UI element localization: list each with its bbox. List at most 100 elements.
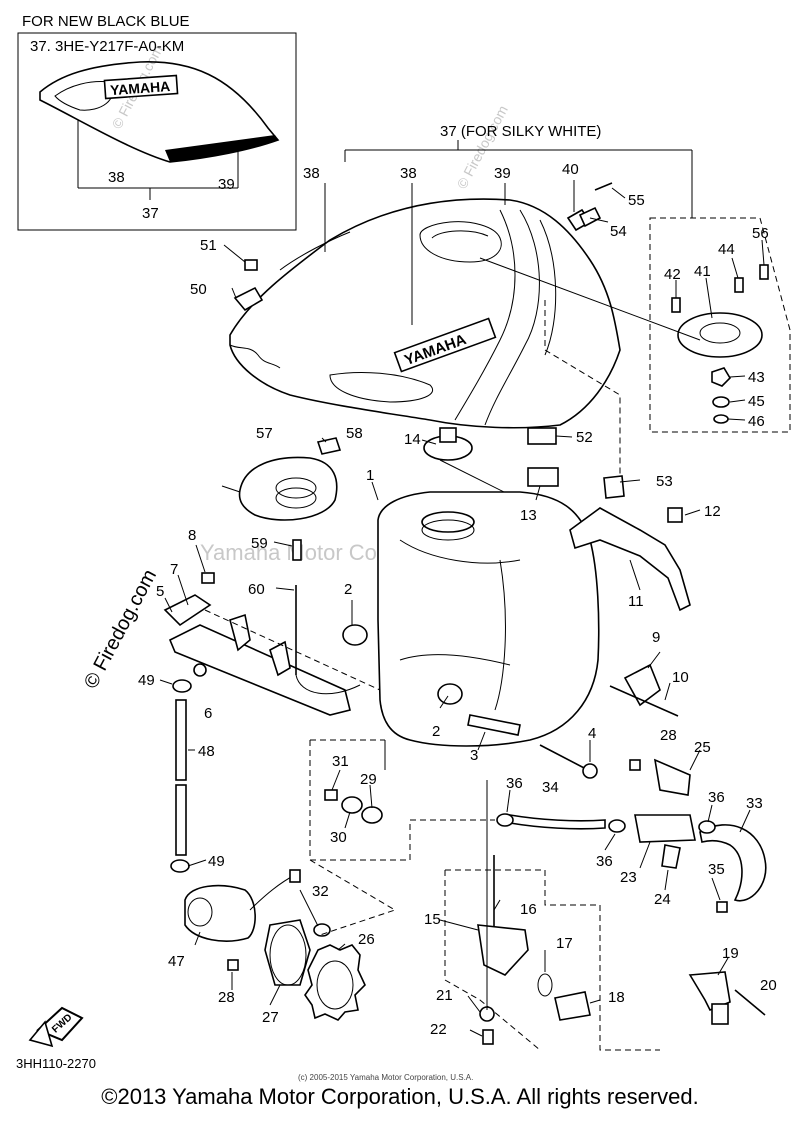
callout-42: 42 — [664, 266, 681, 283]
pump-assembly — [184, 859, 397, 1021]
callout-8: 8 — [188, 527, 196, 544]
bolt-31 — [324, 789, 338, 801]
inset-part-code: 37. 3HE-Y217F-A0-KM — [30, 38, 184, 55]
callout-54: 54 — [610, 223, 627, 240]
callout-16: 16 — [520, 901, 537, 918]
small-notice: (c) 2005-2015 Yamaha Motor Corporation, … — [298, 1073, 473, 1082]
callout-35: 35 — [708, 861, 725, 878]
callout-25: 25 — [694, 739, 711, 756]
callout-43: 43 — [748, 369, 765, 386]
inset-callout-38: 38 — [108, 169, 125, 186]
callout-29: 29 — [360, 771, 377, 788]
cover-small-parts — [233, 182, 683, 523]
callout-32: 32 — [312, 883, 329, 900]
inset-logo-plate — [103, 74, 179, 100]
callout-17: 17 — [556, 935, 573, 952]
inset-frame — [17, 32, 297, 231]
callout-3: 3 — [470, 747, 478, 764]
inset-logo-text: YAMAHA — [110, 78, 171, 98]
callout-52: 52 — [576, 429, 593, 446]
fuel-cap-opening — [419, 221, 502, 263]
collar-3 — [467, 714, 521, 736]
damper-2b — [437, 683, 463, 705]
callout-33: 33 — [746, 795, 763, 812]
callout-23: 23 — [620, 869, 637, 886]
callout-36c: 36 — [708, 789, 725, 806]
callout-24: 24 — [654, 891, 671, 908]
callout-36b: 36 — [596, 853, 613, 870]
front-direction-badge: FWD — [28, 1006, 84, 1048]
cap-26 — [304, 944, 366, 1021]
filter-23 — [634, 814, 696, 843]
callout-1: 1 — [366, 467, 374, 484]
inset-panel: FOR NEW BLACK BLUE 37. 3HE-Y217F-A0-KM Y… — [17, 13, 297, 231]
fuel-cock — [444, 780, 660, 1051]
cover-lower-window — [329, 372, 433, 403]
callout-26: 26 — [358, 931, 375, 948]
callout-7: 7 — [170, 561, 178, 578]
tank-logo-plate — [393, 317, 497, 373]
fuel-tank — [342, 491, 600, 779]
ring-46 — [713, 414, 729, 424]
damper-50 — [233, 286, 264, 312]
damper-13 — [527, 467, 559, 487]
clip-49a — [172, 679, 192, 693]
callout-46: 46 — [748, 413, 765, 430]
screw-22 — [482, 1029, 494, 1045]
sender-switch — [688, 971, 766, 1025]
rod-10 — [609, 685, 679, 717]
callout-34: 34 — [542, 779, 559, 796]
left-brackets — [163, 539, 381, 716]
inset-callout-37: 37 — [142, 205, 159, 222]
callout-5: 5 — [156, 583, 164, 600]
callout-53: 53 — [656, 473, 673, 490]
fuel-line — [496, 758, 767, 913]
fuel-tank-body — [377, 491, 600, 747]
screw-55 — [594, 182, 613, 191]
center-small-parts — [309, 739, 495, 861]
callout-9: 9 — [652, 629, 660, 646]
tube-59 — [292, 539, 302, 561]
screw-51 — [244, 259, 258, 271]
callout-labels: 38 38 39 40 55 54 56 44 42 41 43 45 46 5… — [138, 161, 777, 1038]
callout-22: 22 — [430, 1021, 447, 1038]
inset-heading: FOR NEW BLACK BLUE — [22, 13, 190, 30]
cock-body-15 — [477, 924, 529, 976]
hose-33 — [699, 824, 767, 902]
tank-cover-body — [229, 198, 621, 429]
grommet-53 — [603, 475, 625, 499]
nut-8 — [201, 572, 215, 584]
bracket-5 — [163, 594, 212, 627]
callout-58: 58 — [346, 425, 363, 442]
callout-50: 50 — [190, 281, 207, 298]
band-27 — [264, 919, 311, 986]
callout-45: 45 — [748, 393, 765, 410]
callout-2b: 2 — [432, 723, 440, 740]
inset-callout-39: 39 — [218, 176, 235, 193]
bracket-11 — [569, 507, 691, 612]
callout-28b: 28 — [660, 727, 677, 744]
callout-47: 47 — [168, 953, 185, 970]
callout-40: 40 — [562, 161, 579, 178]
bolt-6 — [193, 663, 207, 677]
bolt-4 — [539, 744, 589, 771]
clamp-36c — [698, 820, 716, 834]
callout-44: 44 — [718, 241, 735, 258]
bolt-44 — [734, 277, 744, 293]
copyright-notice: ©2013 Yamaha Motor Corporation, U.S.A. A… — [101, 1084, 699, 1109]
callout-38a: 38 — [303, 165, 320, 182]
callout-38b: 38 — [400, 165, 417, 182]
callout-6: 6 — [204, 705, 212, 722]
inset-cover-stripe — [165, 135, 278, 162]
callout-13: 13 — [520, 507, 537, 524]
clamp-36b — [608, 819, 626, 833]
group-label: 37 (FOR SILKY WHITE) — [440, 123, 601, 140]
bolt-42 — [671, 297, 681, 313]
callout-31: 31 — [332, 753, 349, 770]
fuel-pump-47 — [184, 884, 256, 942]
callout-18: 18 — [608, 989, 625, 1006]
callout-15: 15 — [424, 911, 441, 928]
bracket-25 — [653, 758, 691, 796]
callout-41: 41 — [694, 263, 711, 280]
holder-24 — [661, 844, 681, 869]
